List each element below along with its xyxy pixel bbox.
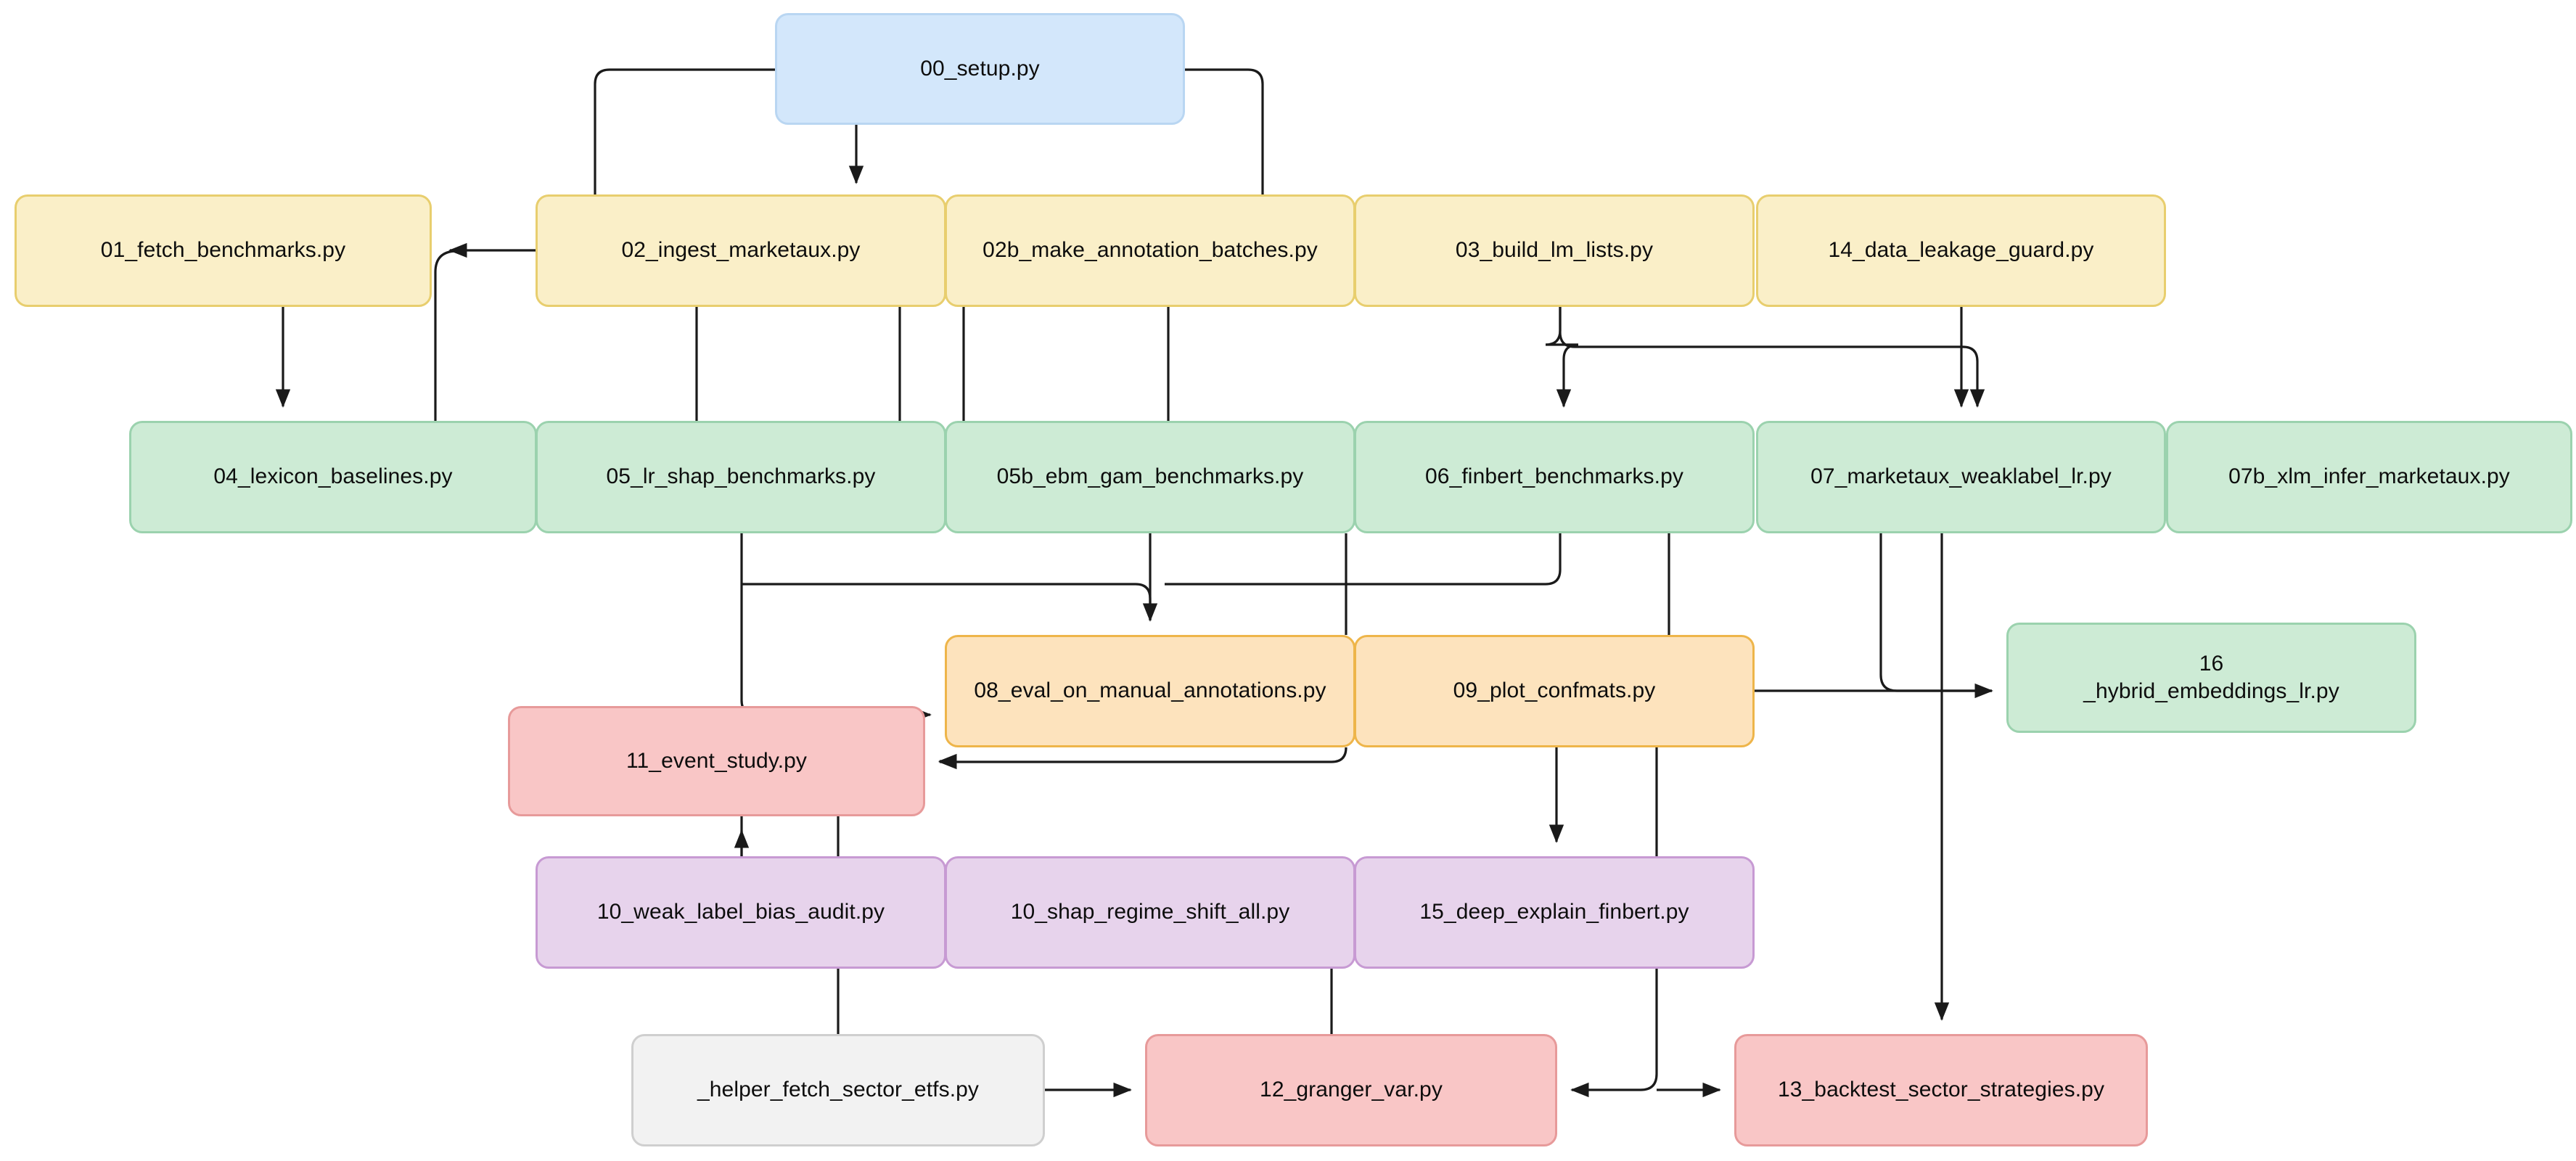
node-label: 12_granger_var.py xyxy=(1260,1078,1443,1102)
edge-crossbar-right xyxy=(1165,533,1562,586)
node-label: 14_data_leakage_guard.py xyxy=(1828,238,2094,263)
node-n14[interactable]: 14_data_leakage_guard.py xyxy=(1756,194,2166,307)
node-label: 01_fetch_benchmarks.py xyxy=(100,238,346,263)
node-n03[interactable]: 03_build_lm_lists.py xyxy=(1354,194,1755,307)
node-n11[interactable]: 11_event_study.py xyxy=(508,706,925,816)
node-n12[interactable]: 12_granger_var.py xyxy=(1145,1034,1557,1146)
edge-marketaux-to-hybrid xyxy=(1879,533,1992,692)
node-label: 11_event_study.py xyxy=(625,748,808,773)
node-label: 13_backtest_sector_strategies.py xyxy=(1777,1078,2105,1102)
node-label: 04_lexicon_baselines.py xyxy=(213,464,453,489)
node-label: 10_shap_regime_shift_all.py xyxy=(1010,900,1290,924)
node-n00[interactable]: 00_setup.py xyxy=(775,13,1185,125)
node-n05[interactable]: 05_lr_shap_benchmarks.py xyxy=(536,421,946,533)
node-n13[interactable]: 13_backtest_sector_strategies.py xyxy=(1734,1034,2148,1146)
node-n09[interactable]: 09_plot_confmats.py xyxy=(1354,635,1755,747)
node-nhlp[interactable]: _helper_fetch_sector_etfs.py xyxy=(631,1034,1045,1146)
node-label: 07_marketaux_weaklabel_lr.py xyxy=(1810,464,2112,489)
node-label: 09_plot_confmats.py xyxy=(1453,678,1656,703)
node-label: 02_ingest_marketaux.py xyxy=(621,238,861,263)
edge-deepexplain-to-granger xyxy=(1570,969,1658,1098)
node-n08[interactable]: 08_eval_on_manual_annotations.py xyxy=(945,635,1355,747)
node-label: 08_eval_on_manual_annotations.py xyxy=(974,678,1326,703)
node-n05b[interactable]: 05b_ebm_gam_benchmarks.py xyxy=(945,421,1355,533)
node-n07b[interactable]: 07b_xlm_infer_marketaux.py xyxy=(2166,421,2572,533)
edge-crossbar-left xyxy=(742,583,1152,620)
node-n02b[interactable]: 02b_make_annotation_batches.py xyxy=(945,194,1355,307)
node-label: 16 _hybrid_embeddings_lr.py xyxy=(2083,651,2339,703)
node-label: 03_build_lm_lists.py xyxy=(1455,238,1654,263)
node-n10w[interactable]: 10_weak_label_bias_audit.py xyxy=(536,856,946,969)
node-label: 05_lr_shap_benchmarks.py xyxy=(606,464,876,489)
edge-setup-right-to-02b xyxy=(1185,68,1264,194)
node-label: _helper_fetch_sector_etfs.py xyxy=(697,1078,980,1102)
node-n01[interactable]: 01_fetch_benchmarks.py xyxy=(15,194,432,307)
node-label: 07b_xlm_infer_marketaux.py xyxy=(2228,464,2510,489)
edge-eval-right-down-to-event xyxy=(938,747,1348,770)
node-label: 02b_make_annotation_batches.py xyxy=(983,238,1318,263)
edge-lrshap-to-eval xyxy=(740,533,932,723)
node-n15[interactable]: 15_deep_explain_finbert.py xyxy=(1354,856,1755,969)
node-label: 05b_ebm_gam_benchmarks.py xyxy=(996,464,1304,489)
edge-buildlm-branch xyxy=(1559,307,1985,408)
node-n04[interactable]: 04_lexicon_baselines.py xyxy=(129,421,537,533)
node-label: 15_deep_explain_finbert.py xyxy=(1419,900,1689,924)
edge-buildlm-to-finbert xyxy=(1545,307,1579,408)
node-label: 06_finbert_benchmarks.py xyxy=(1425,464,1683,489)
node-n10s[interactable]: 10_shap_regime_shift_all.py xyxy=(945,856,1355,969)
node-n07[interactable]: 07_marketaux_weaklabel_lr.py xyxy=(1756,421,2166,533)
node-n06[interactable]: 06_finbert_benchmarks.py xyxy=(1354,421,1755,533)
node-n16[interactable]: 16 _hybrid_embeddings_lr.py xyxy=(2006,623,2416,733)
node-label: 10_weak_label_bias_audit.py xyxy=(596,900,885,924)
edge-shap-up-to-fetch xyxy=(434,250,456,421)
node-label: 00_setup.py xyxy=(920,56,1040,81)
edge-setup-left-to-ingest xyxy=(594,68,775,194)
node-n02[interactable]: 02_ingest_marketaux.py xyxy=(536,194,946,307)
